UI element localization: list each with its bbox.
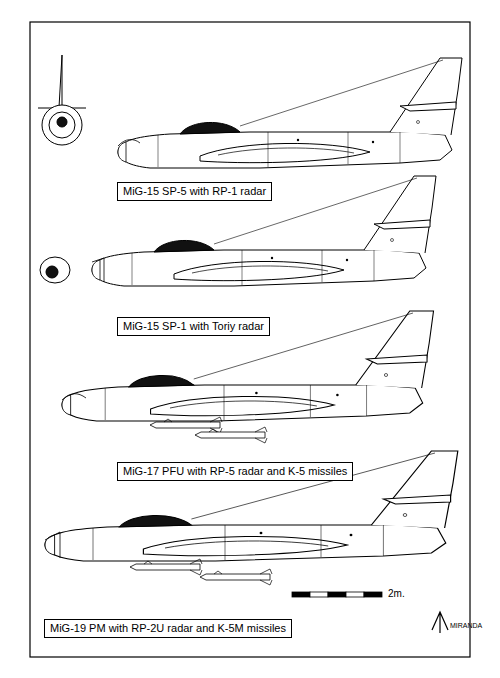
caption-box: MiG-19 PM with RP-2U radar and K-5M miss… [44,619,292,638]
caption-box: MiG-15 SP-1 with Toriy radar [117,317,270,336]
logo-text: MIRANDA [450,622,482,629]
caption-text: MiG-15 SP-1 with Toriy radar [123,320,264,333]
caption-box: MiG-15 SP-5 with RP-1 radar [117,182,272,201]
caption-box: MiG-17 PFU with RP-5 radar and K-5 missi… [117,462,353,481]
caption-text: MiG-17 PFU with RP-5 radar and K-5 missi… [123,465,347,478]
caption-text: MiG-15 SP-5 with RP-1 radar [123,185,266,198]
scale-label: 2m. [388,588,405,599]
caption-text: MiG-19 PM with RP-2U radar and K-5M miss… [50,622,286,635]
